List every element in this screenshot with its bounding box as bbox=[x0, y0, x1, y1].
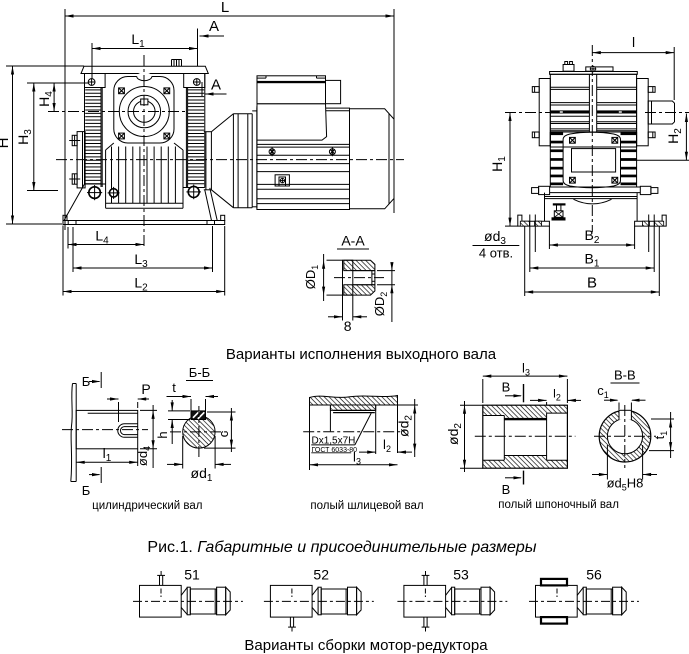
svg-text:l2: l2 bbox=[553, 387, 561, 403]
svg-text:ød4: ød4 bbox=[135, 446, 152, 466]
svg-text:l3: l3 bbox=[522, 361, 530, 378]
svg-text:Б-Б: Б-Б bbox=[189, 365, 210, 380]
svg-text:В: В bbox=[502, 482, 511, 497]
svg-text:52: 52 bbox=[313, 567, 329, 583]
svg-text:Dx1,5x7H: Dx1,5x7H bbox=[312, 436, 356, 447]
svg-text:l1: l1 bbox=[103, 445, 112, 464]
svg-text:ГОСТ 6033-80: ГОСТ 6033-80 bbox=[312, 447, 358, 454]
svg-text:полый шпоночный вал: полый шпоночный вал bbox=[498, 499, 619, 511]
svg-text:53: 53 bbox=[453, 567, 469, 583]
svg-text:В-В: В-В bbox=[614, 368, 636, 383]
svg-text:8: 8 bbox=[344, 318, 352, 334]
svg-text:A: A bbox=[211, 77, 221, 94]
svg-text:l3: l3 bbox=[353, 450, 361, 467]
svg-text:L: L bbox=[221, 0, 229, 16]
svg-text:l2: l2 bbox=[383, 437, 391, 454]
svg-text:H: H bbox=[0, 138, 12, 149]
svg-text:c1: c1 bbox=[597, 383, 609, 400]
svg-text:ød5H8: ød5H8 bbox=[607, 476, 644, 493]
svg-text:A: A bbox=[209, 18, 219, 35]
svg-text:Б: Б bbox=[82, 483, 91, 498]
svg-text:В: В bbox=[502, 380, 511, 395]
svg-text:c: c bbox=[216, 430, 231, 437]
svg-text:56: 56 bbox=[586, 567, 602, 583]
svg-text:51: 51 bbox=[184, 567, 200, 583]
svg-text:Варианты сборки мотор-редуктор: Варианты сборки мотор-редуктора bbox=[244, 637, 488, 654]
svg-text:Б: Б bbox=[82, 374, 91, 389]
svg-text:l: l bbox=[632, 34, 635, 50]
svg-text:P: P bbox=[141, 381, 150, 397]
svg-text:h: h bbox=[155, 431, 170, 438]
svg-text:Варианты исполнения выходного: Варианты исполнения выходного вала bbox=[226, 346, 497, 363]
svg-text:ØD1: ØD1 bbox=[303, 265, 320, 290]
svg-text:Рис.1. Габаритные и присоедини: Рис.1. Габаритные и присоединительные ра… bbox=[147, 539, 536, 556]
svg-text:полый шлицевой вал: полый шлицевой вал bbox=[310, 500, 423, 512]
svg-text:t: t bbox=[172, 380, 176, 395]
svg-text:4 отв.: 4 отв. bbox=[479, 246, 513, 261]
svg-text:А-А: А-А bbox=[341, 233, 365, 249]
svg-text:B: B bbox=[587, 275, 597, 292]
svg-text:t1: t1 bbox=[652, 431, 669, 440]
svg-text:ØD2: ØD2 bbox=[372, 292, 389, 317]
svg-text:цилиндрический вал: цилиндрический вал bbox=[92, 500, 202, 512]
